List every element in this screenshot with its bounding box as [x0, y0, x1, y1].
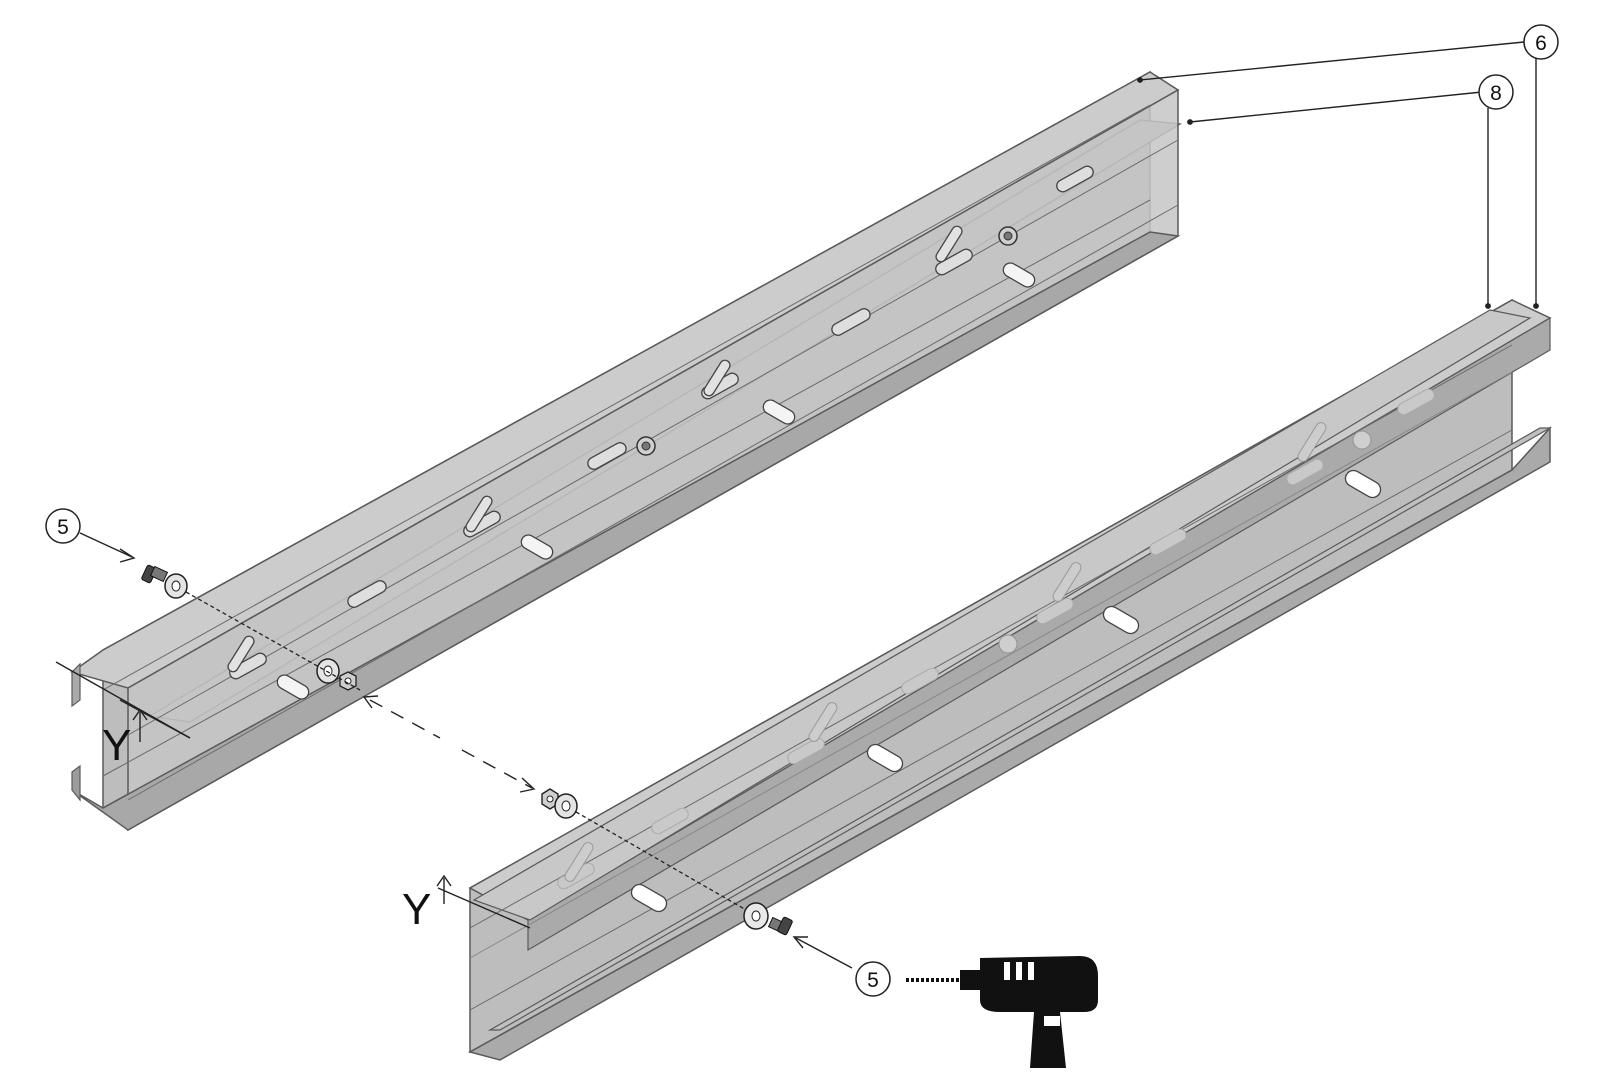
callout-part-8: 8 — [1478, 74, 1514, 110]
rail-right-bottom-flange — [468, 426, 1551, 1061]
washer-right-icon — [554, 793, 578, 819]
drill-icon — [906, 956, 1098, 1068]
callout-5-right-arrow — [792, 936, 853, 969]
bolt-right-icon — [767, 916, 793, 936]
y-label-left: Y — [102, 721, 131, 770]
rail-right-diagonal-slots — [564, 422, 1327, 882]
rail-left-diagonal-slots — [227, 225, 963, 673]
fastener-right-group — [541, 788, 793, 936]
callout-fastener-right: 5 — [855, 961, 891, 997]
washer-left-icon — [164, 573, 188, 599]
rail-left-top-flange — [70, 71, 1180, 689]
rail-left-nut-washers — [636, 226, 1018, 456]
callout-part-6: 6 — [1523, 24, 1559, 60]
callout-5-left-arrow — [79, 532, 136, 563]
y-label-right: Y — [402, 885, 431, 934]
callout-5-right-label: 5 — [867, 969, 879, 992]
callout-5-left-label: 5 — [57, 516, 69, 539]
bolt-left-icon — [141, 564, 169, 584]
rail-right-angle-piece — [472, 309, 1532, 921]
rail-right — [468, 298, 1553, 1061]
y-marker-left: Y — [55, 661, 191, 770]
y-marker-right: Y — [402, 874, 531, 934]
callout-6-label: 6 — [1535, 32, 1547, 55]
alignment-arrow — [362, 695, 536, 793]
washer-nut-on-rail-icon — [316, 658, 357, 691]
rail-right-slots — [557, 388, 1435, 890]
rail-left-bottom-lip — [71, 764, 81, 802]
rail-right-white-slots — [630, 469, 1382, 913]
rail-right-bottom-lip — [487, 427, 1553, 1031]
callout-8-label: 8 — [1490, 82, 1502, 105]
rail-right-round-holes — [998, 430, 1372, 654]
nut-right-icon — [541, 788, 559, 810]
rail-left-top-lip — [71, 662, 81, 708]
rail-left-round-holes — [276, 262, 1036, 700]
callout-fastener-left: 5 — [45, 508, 81, 544]
leader-lines — [1137, 41, 1539, 309]
fastener-left-group — [141, 564, 361, 691]
washer-on-rail-right-icon — [743, 902, 769, 930]
